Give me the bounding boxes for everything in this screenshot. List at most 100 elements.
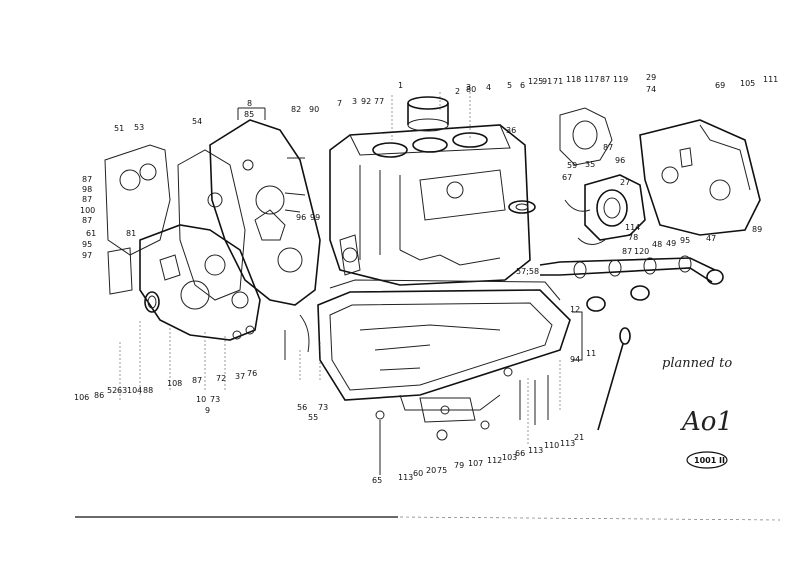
small-plate — [107, 247, 133, 295]
callout-label: 104 — [127, 386, 142, 395]
callout-label: 61 — [86, 229, 96, 238]
callout-label: 69 — [715, 81, 725, 90]
callout-label: 63 — [117, 386, 127, 395]
callout-label: 98 — [82, 185, 92, 194]
oil-pan — [317, 289, 571, 423]
callout-label: 59 — [567, 161, 577, 170]
catalog-stamp-outline — [686, 451, 728, 469]
callout-label: 106 — [74, 393, 89, 402]
callout-label: 77 — [374, 97, 384, 106]
leader-lines — [119, 92, 561, 445]
callout-label: 27 — [620, 178, 630, 187]
callout-label: 125 — [528, 77, 543, 86]
callout-label: 87 — [82, 195, 92, 204]
callout-label: 117 — [584, 75, 599, 84]
callout-label: 36 — [506, 126, 516, 135]
seal-plate — [584, 174, 646, 241]
callout-label: 12 — [570, 305, 580, 314]
callout-label: 90 — [309, 105, 319, 114]
callout-label: 72 — [216, 374, 226, 383]
left-gasket-plate — [104, 144, 171, 256]
callout-label: 105 — [740, 79, 755, 88]
callout-label: 85 — [244, 110, 254, 119]
callout-label: 87 — [82, 175, 92, 184]
callout-label: 82 — [291, 105, 301, 114]
callout-label: 67 — [562, 173, 572, 182]
callout-label: 11 — [586, 349, 596, 358]
half-bearings — [564, 199, 606, 245]
callout-label: 48 — [652, 240, 662, 249]
callout-label: 120 — [634, 247, 649, 256]
callout-label: 51 — [114, 124, 124, 133]
callout-label: 57;58 — [516, 267, 539, 276]
callout-label: 78 — [628, 233, 638, 242]
callout-label: 87 — [82, 216, 92, 225]
callout-label: 94 — [570, 355, 580, 364]
callout-label: 75 — [437, 466, 447, 475]
callout-label: 35 — [585, 160, 595, 169]
callout-label: 76 — [247, 369, 257, 378]
front-plate — [209, 119, 321, 306]
callout-labels: 1 2 4 3 5 6 125 91 71 118 117 87 119 29 … — [74, 73, 778, 485]
callout-label: 56 — [297, 403, 307, 412]
callout-label: 113 — [398, 473, 413, 482]
callout-label: 118 — [566, 75, 581, 84]
oil-pan-gasket — [329, 279, 561, 301]
stud-bolts — [284, 157, 306, 213]
callout-label: 114 — [625, 223, 640, 232]
callout-label: 97 — [82, 251, 92, 260]
callout-label: 80 — [466, 85, 476, 94]
callout-label: 60 — [413, 469, 423, 478]
callout-label: 74 — [646, 85, 656, 94]
callout-label: 29 — [646, 73, 656, 82]
cylinder-liner — [407, 96, 449, 132]
engine-block — [329, 124, 531, 286]
callout-label: 55 — [308, 413, 318, 422]
callout-label: 10 — [196, 395, 206, 404]
callout-label: 6 — [520, 81, 525, 90]
callout-label: 8 — [247, 99, 252, 108]
callout-label: 86 — [94, 391, 104, 400]
callout-label: 3 — [352, 97, 357, 106]
callout-label: 112 — [487, 456, 502, 465]
callout-label: 87 — [622, 247, 632, 256]
callout-label: 91 — [542, 77, 552, 86]
callout-label: 52 — [107, 386, 117, 395]
callout-label: 20 — [426, 466, 436, 475]
callout-label: 113 — [528, 446, 543, 455]
camshaft — [539, 255, 724, 312]
callout-label: 71 — [553, 77, 563, 86]
timing-cover — [139, 224, 261, 341]
callout-label: 119 — [613, 75, 628, 84]
callout-label: 99 — [310, 213, 320, 222]
callout-label: 89 — [752, 225, 762, 234]
callout-label: 9 — [205, 406, 210, 415]
small-fittings — [232, 314, 310, 353]
callout-label: 96 — [296, 213, 306, 222]
callout-label: 3 — [466, 83, 471, 92]
pan-bolts — [284, 330, 549, 475]
callout-label: 47 — [706, 234, 716, 243]
callout-label: 95 — [680, 236, 690, 245]
callout-label: 4 — [486, 83, 491, 92]
seal-housing — [559, 107, 613, 166]
bottom-border-dashed — [399, 516, 781, 521]
callout-label: 66 — [515, 449, 525, 458]
callout-label: 110 — [544, 441, 559, 450]
bearing-ring — [508, 200, 536, 214]
callout-bracket — [572, 311, 583, 361]
callout-label: 108 — [167, 379, 182, 388]
callout-label: 7 — [337, 99, 342, 108]
callout-label: 73 — [318, 403, 328, 412]
callout-label: 37 — [235, 372, 245, 381]
callout-label: 73 — [210, 395, 220, 404]
handwritten-note: planned to — [662, 356, 732, 371]
callout-label: 1 — [398, 81, 403, 90]
callout-label: 21 — [574, 433, 584, 442]
callout-label: 2 — [455, 87, 460, 96]
callout-label: 100 — [80, 206, 95, 215]
callout-bracket-8 — [237, 107, 266, 120]
callout-label: 79 — [454, 461, 464, 470]
callout-label: 113 — [560, 439, 575, 448]
